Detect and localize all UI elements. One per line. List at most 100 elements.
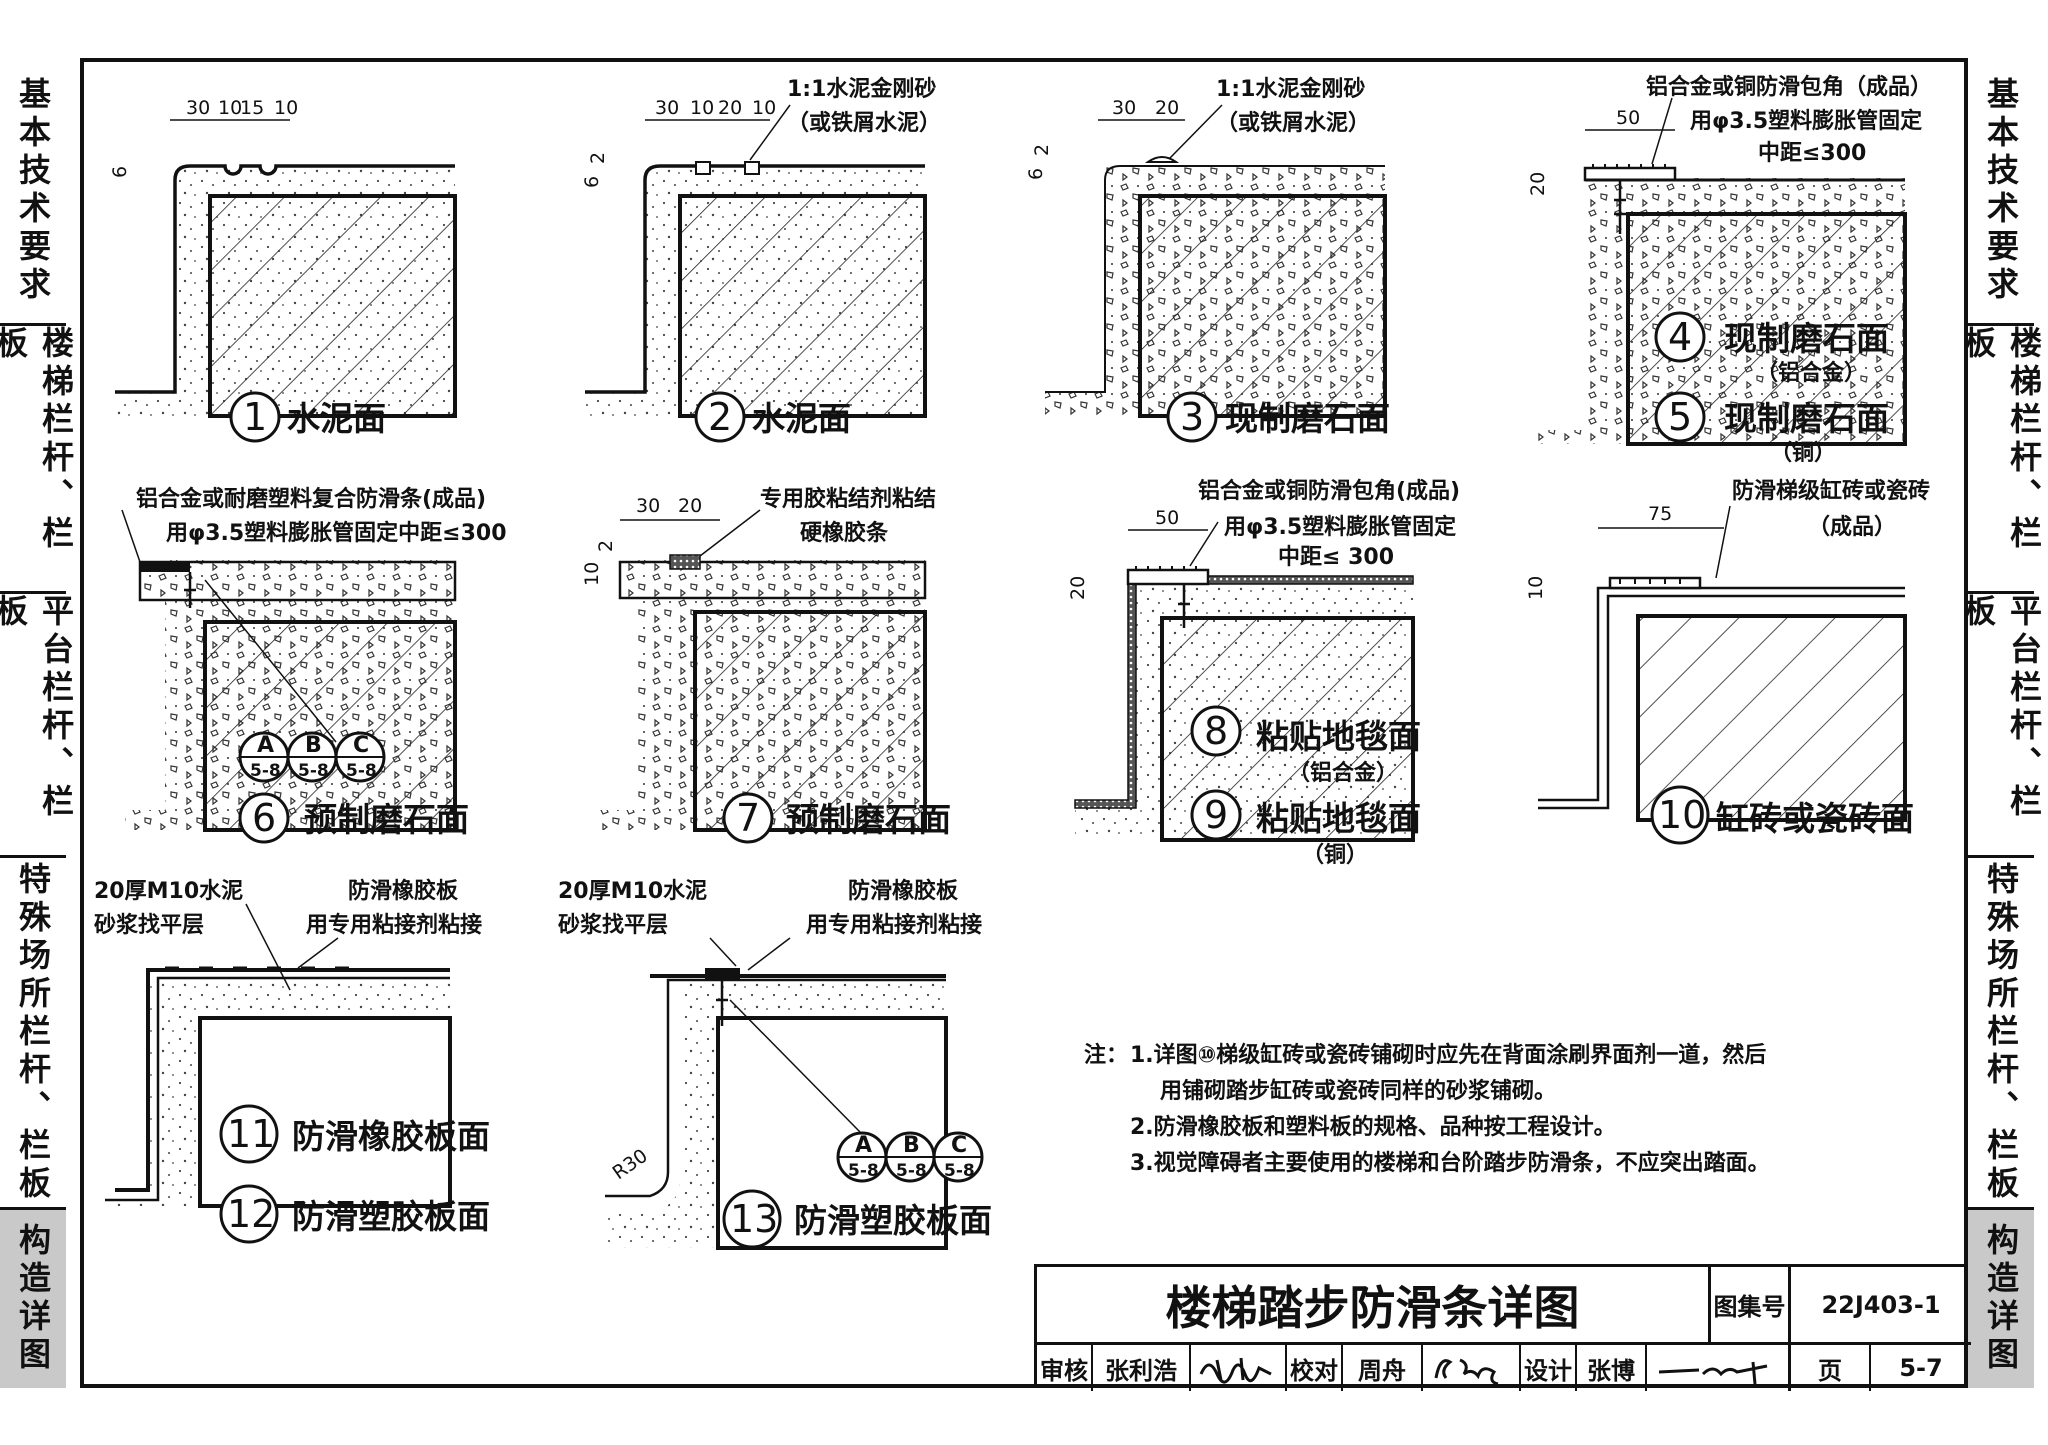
tab-label: 平台栏杆、栏板: [0, 594, 75, 822]
label-rubber-strip: 硬橡胶条: [800, 520, 889, 546]
tab-label: 构造详图: [1982, 1223, 2020, 1375]
tab-stair-railings[interactable]: 楼梯栏杆、栏板: [0, 326, 75, 594]
detail-number: 1: [243, 395, 267, 439]
note-item-2: 2.防滑橡胶板和塑料板的规格、品种按工程设计。: [1130, 1115, 1616, 1140]
ref-page: 5-8: [896, 1161, 927, 1181]
detail-number: 2: [708, 395, 732, 439]
ref-letter-a: A: [855, 1133, 872, 1158]
dim-20: 20: [1527, 172, 1549, 196]
detail-3-terrazzo-surface: 30 20 6 2 1:1水泥金刚砂 （或铁屑水泥） 3 现制磨石面: [1025, 76, 1390, 443]
detail-title: 预制磨石面: [304, 800, 469, 839]
dim-15: 15: [240, 97, 264, 119]
dim-6: 6: [581, 176, 603, 188]
dim-2: 2: [595, 540, 617, 552]
label-screed: 20厚M10水泥: [94, 879, 243, 904]
dim-10: 10: [1525, 576, 1547, 600]
label-screed: 砂浆找平层: [558, 912, 668, 938]
atlas-label: 图集号: [1711, 1267, 1791, 1345]
note-item-1: 1.详图⑩梯级缸砖或瓷砖铺砌时应先在背面涂刷界面剂一道，然后: [1130, 1043, 1767, 1068]
dim-2: 2: [587, 152, 609, 164]
note-item-3: 3.视觉障碍者主要使用的楼梯和台阶踏步防滑条，不应突出踏面。: [1130, 1151, 1770, 1176]
reviewer-signature: [1191, 1345, 1287, 1391]
tab-stair-railings[interactable]: 楼梯栏杆、栏板: [1959, 326, 2043, 594]
dim-75: 75: [1648, 503, 1672, 525]
dim-10: 10: [274, 97, 298, 119]
tab-basic-requirements[interactable]: 基本技术要求: [1968, 58, 2034, 326]
detail-number: 13: [730, 1197, 778, 1241]
tab-label: 楼梯栏杆、栏板: [0, 326, 75, 554]
dim-20: 20: [1155, 97, 1179, 119]
detail-number: 9: [1204, 793, 1228, 837]
tab-construction-details[interactable]: 构造详图: [1968, 1210, 2034, 1388]
detail-number: 7: [736, 796, 760, 840]
detail-title: 防滑塑胶板面: [292, 1197, 490, 1236]
ref-letter-b: B: [305, 733, 322, 758]
label-screed: 20厚M10水泥: [558, 879, 707, 904]
label-sheet: 防滑橡胶板: [848, 878, 959, 904]
radius-label: R30: [609, 1145, 652, 1184]
dim-20: 20: [718, 97, 742, 119]
label-adhesive: 用专用粘接剂粘接: [806, 912, 982, 938]
dim-10: 10: [752, 97, 776, 119]
detail-7-precast-terrazzo-rubber: 30 20 10 2 专用胶粘结剂粘结 硬橡胶条 7 预制磨石面: [581, 486, 951, 844]
tab-special-railings[interactable]: 特殊场所栏杆、栏板: [0, 858, 66, 1210]
ref-letter-c: C: [353, 733, 369, 758]
page-label: 页: [1791, 1345, 1871, 1391]
detail-number: 10: [1658, 793, 1706, 837]
detail-title: 防滑塑胶板面: [794, 1201, 992, 1240]
label-material: 铝合金或铜防滑包角(成品): [1198, 478, 1460, 504]
label-finished-product: （成品）: [1808, 515, 1896, 540]
detail-1-cement-surface: 30 10 15 10 6 1 水泥面: [109, 97, 457, 443]
tab-special-railings[interactable]: 特殊场所栏杆、栏板: [1968, 858, 2034, 1210]
dim-6: 6: [1025, 168, 1047, 180]
dim-50: 50: [1155, 507, 1179, 529]
dim-6: 6: [109, 166, 131, 178]
dim-2: 2: [1031, 144, 1053, 156]
detail-subtitle: （铝合金）: [1288, 760, 1398, 786]
detail-title: 粘贴地毯面: [1256, 799, 1421, 838]
atlas-number: 22J403-1: [1791, 1267, 1971, 1345]
label-sheet: 防滑橡胶板: [348, 878, 459, 904]
tab-construction-details[interactable]: 构造详图: [0, 1210, 66, 1388]
checker-name: 周舟: [1343, 1345, 1423, 1391]
detail-8-9-carpet-surface: 50 20 铝合金或铜防滑包角(成品) 用φ3.5塑料膨胀管固定 中距≤ 300…: [1067, 478, 1460, 868]
checker-signature: [1423, 1345, 1521, 1391]
label-material: 防滑梯级缸砖或瓷砖: [1732, 478, 1930, 504]
tab-label: 楼梯栏杆、栏板: [1959, 326, 2043, 554]
detail-number: 12: [227, 1192, 275, 1236]
dim-30: 30: [655, 97, 679, 119]
ref-letter-a: A: [257, 733, 274, 758]
drawing-title: 楼梯踏步防滑条详图: [1037, 1267, 1711, 1345]
notes-prefix: 注：: [1084, 1043, 1129, 1068]
label-fixing: 用φ3.5塑料膨胀管固定: [1224, 514, 1456, 540]
detail-10-tile-surface: 75 10 防滑梯级缸砖或瓷砖 （成品） 10 缸砖或瓷砖面: [1525, 478, 1930, 845]
page-number: 5-7: [1899, 1354, 1943, 1382]
tab-basic-requirements[interactable]: 基本技术要求: [0, 58, 66, 326]
ref-page: 5-8: [250, 761, 281, 781]
title-block: 楼梯踏步防滑条详图 图集号 22J403-1 审核 张利浩 校对 周舟 设计 张…: [1034, 1264, 1971, 1391]
detail-number: 8: [1204, 709, 1228, 753]
dim-20: 20: [678, 495, 702, 517]
detail-4-5-terrazzo-metal-nosing: 50 20 铝合金或铜防滑包角（成品） 用φ3.5塑料膨胀管固定 中距≤300 …: [1527, 74, 1932, 466]
label-material: （或铁屑水泥）: [787, 110, 941, 136]
tab-label: 特殊场所栏杆、栏板: [14, 861, 52, 1204]
tab-platform-railings[interactable]: 平台栏杆、栏板: [0, 594, 75, 858]
detail-title: 水泥面: [287, 399, 386, 438]
tab-label: 构造详图: [14, 1223, 52, 1375]
dim-10: 10: [581, 562, 603, 586]
ref-page: 5-8: [298, 761, 329, 781]
design-label: 设计: [1521, 1345, 1577, 1391]
detail-subtitle: （铜）: [1302, 842, 1368, 868]
label-material: （或铁屑水泥）: [1216, 110, 1370, 136]
ref-page: 5-8: [346, 761, 377, 781]
ref-letter-c: C: [951, 1133, 967, 1158]
detail-subtitle: （铜）: [1770, 440, 1836, 466]
detail-title: 粘贴地毯面: [1256, 717, 1421, 756]
label-material: 铝合金或耐磨塑料复合防滑条(成品): [136, 486, 486, 512]
label-material: 铝合金或铜防滑包角（成品）: [1646, 74, 1932, 100]
dim-10: 10: [690, 97, 714, 119]
detail-title: 预制磨石面: [786, 800, 951, 839]
detail-number: 4: [1668, 315, 1692, 359]
label-fixing: 用φ3.5塑料膨胀管固定: [1690, 108, 1922, 134]
